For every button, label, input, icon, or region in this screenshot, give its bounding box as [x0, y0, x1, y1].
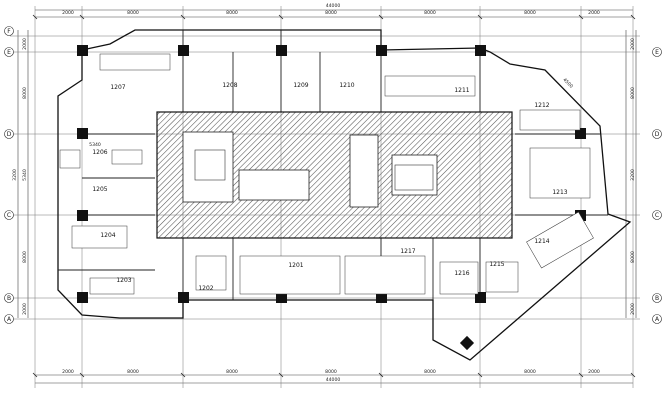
- dim-left-5: 8000: [22, 251, 28, 263]
- grid-markers-right: E D C B A: [652, 47, 662, 324]
- dim-right-1: 2000: [630, 38, 636, 50]
- room-1212: 1212: [534, 102, 549, 109]
- overall-dim-bottom: 44000: [326, 377, 341, 383]
- grid-left-f: F: [7, 28, 11, 35]
- grid-left-d: D: [7, 131, 12, 138]
- room-1210: 1210: [339, 82, 354, 89]
- dim-right-3: 3200: [630, 169, 636, 181]
- dimension-note-5340: 5340: [89, 142, 101, 148]
- dim-left-6: 2000: [22, 303, 28, 315]
- room-1211: 1211: [454, 87, 469, 94]
- interior-walls: [58, 30, 608, 300]
- dim-top-3: 8000: [226, 10, 238, 16]
- room-1205: 1205: [92, 186, 107, 193]
- dim-top-7: 2000: [588, 10, 600, 16]
- dim-top-2: 8000: [127, 10, 139, 16]
- grid-left-a: A: [7, 316, 12, 323]
- dim-top-5: 8000: [424, 10, 436, 16]
- room-1201: 1201: [288, 262, 303, 269]
- room-1207: 1207: [110, 84, 125, 91]
- room-1202: 1202: [198, 285, 213, 292]
- room-1204: 1204: [100, 232, 115, 239]
- building-core: [156, 111, 513, 239]
- dim-top-4: 8000: [325, 10, 337, 16]
- dim-bottom-1: 2000: [62, 369, 74, 375]
- grid-right-b: B: [655, 295, 659, 302]
- grid-left-c: C: [7, 212, 11, 219]
- grid-left-e: E: [7, 49, 11, 56]
- furniture: [59, 53, 594, 295]
- room-1217: 1217: [400, 248, 415, 255]
- dim-right-5: 2000: [630, 303, 636, 315]
- room-1216: 1216: [454, 270, 469, 277]
- dim-top-1: 2000: [62, 10, 74, 16]
- dim-left-3: 5340: [22, 169, 28, 181]
- dim-left-1: 2000: [22, 38, 28, 50]
- grid-left-b: B: [7, 295, 11, 302]
- dim-top-6: 8000: [524, 10, 536, 16]
- grid-right-d: D: [655, 131, 660, 138]
- dim-bottom-7: 2000: [588, 369, 600, 375]
- room-labels: 1203 1204 1205 1206 1207 1208 1209 1210 …: [92, 82, 567, 292]
- structural-columns: [77, 45, 586, 351]
- dim-left-2: 8000: [22, 87, 28, 99]
- grid-right-e: E: [655, 49, 659, 56]
- overall-dim-top: 44000: [326, 3, 341, 9]
- room-1203: 1203: [116, 277, 131, 284]
- dim-bottom-4: 8000: [325, 369, 337, 375]
- grid-right-a: A: [655, 316, 660, 323]
- dim-bottom-2: 8000: [127, 369, 139, 375]
- grid-right-c: C: [655, 212, 659, 219]
- dim-bottom-5: 8000: [424, 369, 436, 375]
- room-1209: 1209: [293, 82, 308, 89]
- room-1214: 1214: [534, 238, 549, 245]
- dimension-ticks: [32, 14, 636, 378]
- dimension-lines: [17, 9, 637, 384]
- dim-right-2: 8000: [630, 87, 636, 99]
- dimension-note-4500: 4500: [561, 77, 574, 90]
- room-1206: 1206: [92, 149, 107, 156]
- grid-markers-left: F E D C B A: [4, 26, 14, 324]
- dim-bottom-6: 8000: [524, 369, 536, 375]
- room-1213: 1213: [552, 189, 567, 196]
- dim-left-4: 3200: [12, 169, 18, 181]
- dim-right-4: 8000: [630, 251, 636, 263]
- dim-bottom-3: 8000: [226, 369, 238, 375]
- room-1208: 1208: [222, 82, 237, 89]
- room-1215: 1215: [489, 261, 504, 268]
